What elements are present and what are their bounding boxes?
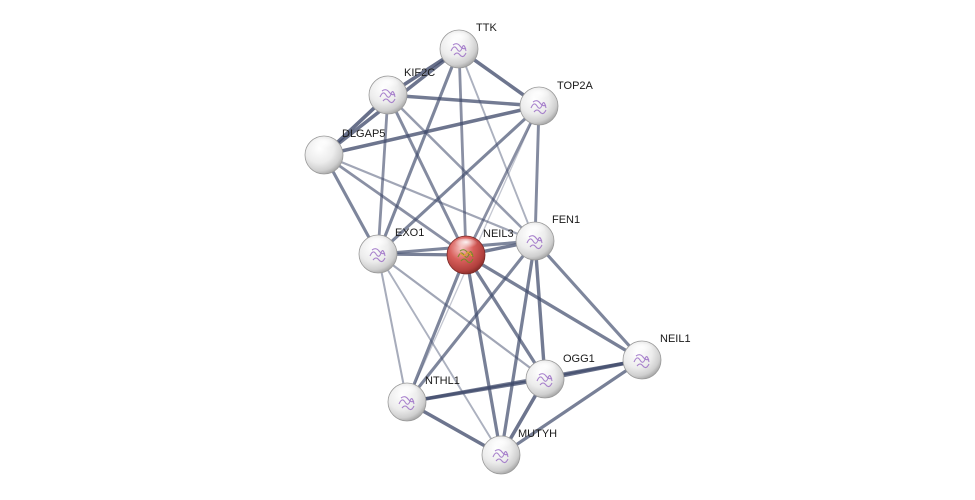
edge-ogg1-nthl1 — [405, 377, 547, 404]
node-gloss — [395, 385, 419, 398]
node-label-fen1: FEN1 — [552, 214, 580, 226]
node-gloss — [630, 343, 654, 356]
edge-ttk-neil3 — [457, 47, 468, 257]
edge-neil3-neil1 — [464, 253, 644, 362]
node-label-mutyh: MUTYH — [518, 428, 557, 440]
node-label-neil1: NEIL1 — [660, 333, 691, 345]
edge-kif2c-exo1 — [376, 93, 390, 256]
edge-fen1-ogg1 — [533, 239, 547, 381]
edge-top2a-dlgap5 — [322, 104, 541, 157]
node-ogg1[interactable]: OGG1 — [525, 353, 595, 399]
node-neil3[interactable]: NEIL3 — [446, 228, 514, 275]
node-label-top2a: TOP2A — [557, 80, 594, 92]
edge-neil3-mutyh — [464, 253, 503, 457]
node-gloss — [527, 89, 551, 102]
node-kif2c[interactable]: KIF2C — [368, 67, 435, 115]
edge-kif2c-top2a — [386, 93, 541, 108]
node-gloss — [454, 238, 478, 251]
node-exo1[interactable]: EXO1 — [358, 227, 424, 274]
node-nthl1[interactable]: NTHL1 — [387, 375, 460, 422]
edge-neil3-nthl1 — [405, 253, 468, 404]
edge-neil1-mutyh — [499, 358, 644, 457]
protein-structure-detail-icon — [459, 251, 473, 257]
node-label-neil3: NEIL3 — [483, 228, 514, 240]
node-label-exo1: EXO1 — [395, 227, 424, 239]
edge-kif2c-fen1 — [386, 93, 537, 243]
edge-top2a-neil3 — [464, 104, 541, 257]
edge-exo1-mutyh — [377, 253, 502, 456]
node-dlgap5[interactable]: DLGAP5 — [304, 128, 385, 175]
edge-fen1-nthl1 — [405, 239, 537, 404]
edge-fen1-neil1 — [533, 239, 644, 362]
node-top2a[interactable]: TOP2A — [519, 80, 594, 126]
node-fen1[interactable]: FEN1 — [515, 214, 580, 261]
edge-dlgap5-fen1 — [322, 153, 537, 243]
node-ttk[interactable]: TTK — [439, 22, 497, 69]
node-gloss — [366, 237, 390, 250]
edge-neil3-ogg1 — [464, 253, 547, 381]
node-gloss — [312, 138, 336, 151]
node-gloss — [447, 32, 471, 45]
node-mutyh[interactable]: MUTYH — [481, 428, 557, 475]
edge-top2a-fen1 — [533, 104, 541, 243]
node-label-dlgap5: DLGAP5 — [342, 128, 385, 140]
node-gloss — [376, 78, 400, 91]
node-label-nthl1: NTHL1 — [425, 375, 460, 387]
edge-kif2c-neil3 — [386, 93, 468, 257]
node-label-ttk: TTK — [476, 22, 497, 34]
edge-fen1-mutyh — [499, 239, 537, 457]
edge-exo1-nthl1 — [376, 252, 409, 404]
edge-top2a-exo1 — [376, 104, 541, 256]
node-label-kif2c: KIF2C — [404, 67, 435, 79]
node-gloss — [489, 438, 513, 451]
node-gloss — [533, 362, 557, 375]
node-gloss — [523, 224, 547, 237]
node-neil1[interactable]: NEIL1 — [622, 333, 691, 380]
edge-ttk-exo1 — [376, 47, 461, 256]
edge-dlgap5-neil3 — [322, 153, 468, 257]
node-label-ogg1: OGG1 — [563, 353, 595, 365]
